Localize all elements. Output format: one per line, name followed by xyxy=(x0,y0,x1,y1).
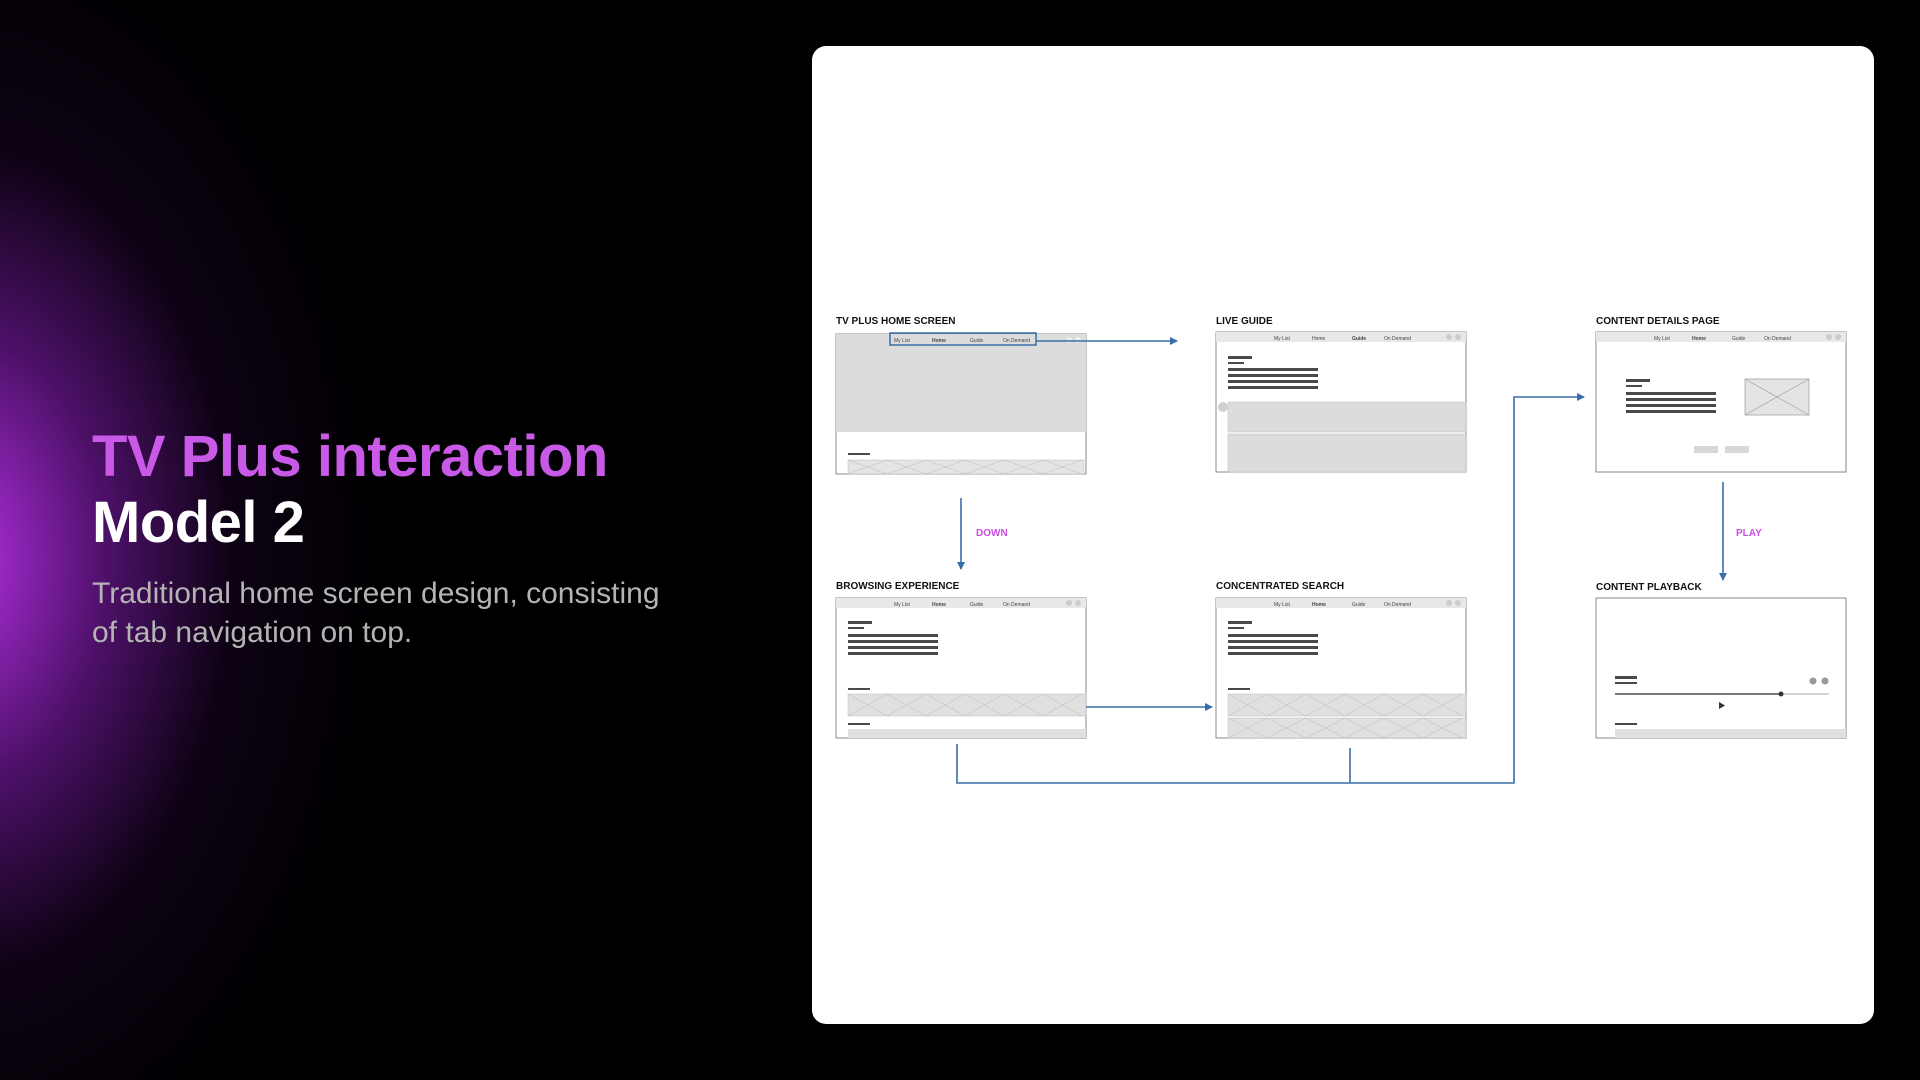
play-icon xyxy=(1719,702,1725,709)
tab-guide: Guide xyxy=(970,338,984,344)
screen-title-search: CONCENTRATED SEARCH xyxy=(1216,581,1344,592)
wireframe-content-details: My List Home Guide On Demand xyxy=(1595,331,1847,473)
svg-text:On Demand: On Demand xyxy=(1384,336,1411,342)
svg-text:Guide: Guide xyxy=(1732,336,1746,342)
wireframe-live-guide: My List Home Guide On Demand xyxy=(1215,331,1467,473)
svg-text:On Demand: On Demand xyxy=(1003,602,1030,608)
svg-text:My List: My List xyxy=(1274,336,1290,342)
page-description: Traditional home screen design, consisti… xyxy=(92,577,660,649)
nav-highlight xyxy=(889,332,1037,346)
screen-title-home: TV PLUS HOME SCREEN xyxy=(836,316,955,327)
tab-my-list: My List xyxy=(894,338,910,344)
hero-section: TV Plus interaction Model 2 Traditional … xyxy=(92,424,712,652)
svg-text:My List: My List xyxy=(1274,602,1290,608)
wireframe-browsing: My List Home Guide On Demand xyxy=(835,597,1087,739)
page-subtitle: Model 2 xyxy=(92,490,305,555)
svg-text:On Demand: On Demand xyxy=(1384,602,1411,608)
screen-title-browsing: BROWSING EXPERIENCE xyxy=(836,581,960,592)
flow-connectors xyxy=(956,337,1727,784)
svg-text:Home: Home xyxy=(1312,336,1326,342)
svg-text:Home: Home xyxy=(1312,602,1326,608)
edge-label-down: DOWN xyxy=(976,528,1008,539)
svg-text:Guide: Guide xyxy=(1352,602,1366,608)
tab-home: Home xyxy=(932,338,946,344)
background-glow xyxy=(0,0,760,1080)
wireframe-playback xyxy=(1595,597,1847,739)
screen-title-playback: CONTENT PLAYBACK xyxy=(1596,582,1703,593)
screen-title-live-guide: LIVE GUIDE xyxy=(1216,316,1273,327)
svg-text:On Demand: On Demand xyxy=(1764,336,1791,342)
edge-label-play: PLAY xyxy=(1736,528,1762,539)
svg-text:Guide: Guide xyxy=(970,602,984,608)
svg-text:My List: My List xyxy=(1654,336,1670,342)
page-title: TV Plus interaction xyxy=(92,424,608,489)
flow-diagram-board: TV PLUS HOME SCREEN LIVE GUIDE CONTENT D… xyxy=(812,46,1874,1024)
flow-diagram: TV PLUS HOME SCREEN LIVE GUIDE CONTENT D… xyxy=(835,316,1847,784)
tab-on-demand: On Demand xyxy=(1003,338,1030,344)
svg-text:Guide: Guide xyxy=(1352,336,1366,342)
screen-title-content-details: CONTENT DETAILS PAGE xyxy=(1596,316,1720,327)
arrow-browsing-to-details xyxy=(956,393,1585,784)
wireframe-home: My List Home Guide On Demand xyxy=(835,332,1087,475)
svg-text:Home: Home xyxy=(932,602,946,608)
wireframe-search: My List Home Guide On Demand xyxy=(1215,597,1467,739)
svg-text:Home: Home xyxy=(1692,336,1706,342)
svg-text:My List: My List xyxy=(894,602,910,608)
